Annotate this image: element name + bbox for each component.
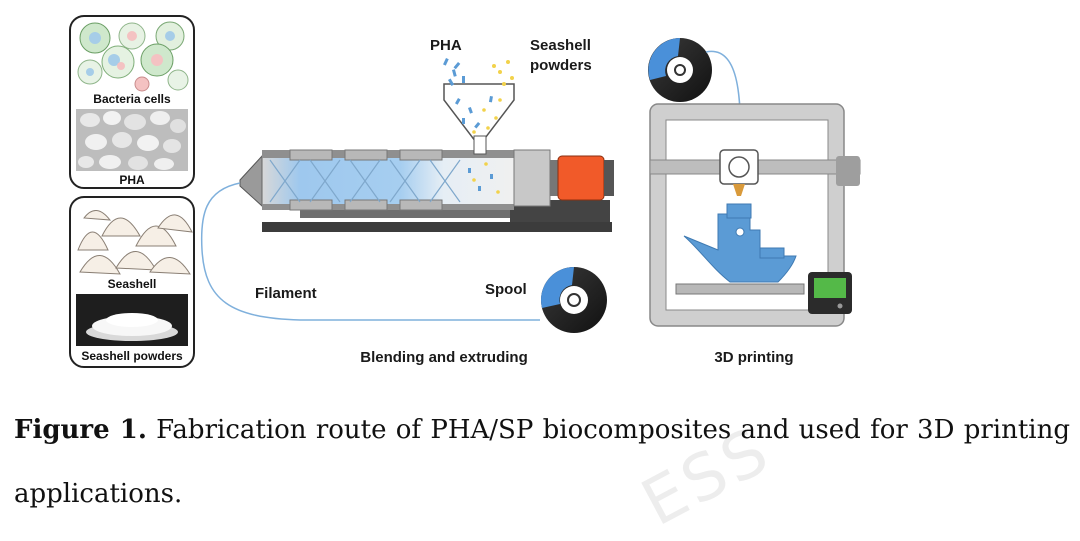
panel-bacteria-pha: Bacteria cells PHA: [69, 15, 195, 189]
hopper-pha-label: PHA: [430, 37, 462, 54]
extruder: [239, 58, 614, 232]
seashell-label: Seashell: [108, 277, 157, 291]
panel-seashell: Seashell Seashell powders: [69, 196, 195, 368]
printer-spool-icon: [648, 38, 712, 102]
bacteria-cells-label: Bacteria cells: [93, 92, 171, 106]
filament-line: [200, 182, 540, 321]
pha-micrograph: [76, 109, 188, 171]
seashell-powders-label: Seashell powders: [81, 349, 183, 363]
seashell-image: [77, 210, 193, 275]
3d-printer: [648, 38, 861, 327]
seashell-powders-photo: [76, 294, 188, 346]
spool-icon: [541, 267, 607, 333]
figure-1-diagram: Bacteria cells PHA: [69, 15, 861, 368]
printed-boat: [683, 203, 797, 283]
hopper-seashell-label: Seashell powders: [530, 37, 595, 74]
pha-label: PHA: [119, 173, 145, 187]
figure-number: Figure 1.: [14, 415, 147, 445]
3d-printing-label: 3D printing: [714, 349, 793, 366]
figure-caption: Figure 1. Fabrication route of PHA/SP bi…: [14, 398, 1070, 526]
blending-extruding-label: Blending and extruding: [360, 349, 528, 366]
bacteria-cells-image: [77, 21, 189, 92]
caption-text: Fabrication route of PHA/SP biocomposite…: [14, 415, 1071, 509]
spool-label: Spool: [485, 281, 527, 298]
filament-label: Filament: [255, 285, 317, 302]
